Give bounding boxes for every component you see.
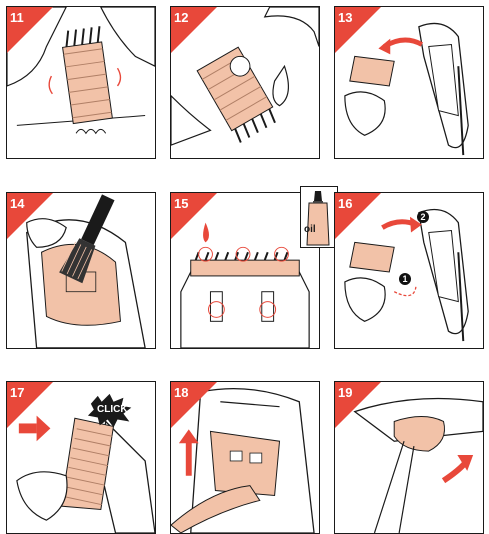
step-number: 19 <box>338 386 352 399</box>
step-number: 14 <box>10 197 24 210</box>
step-panel-17: CLICK 17 <box>6 381 156 534</box>
step-panel-13: 13 <box>334 6 484 159</box>
step-badge: 19 <box>335 382 381 428</box>
step-marker-1: 1 <box>399 273 411 285</box>
step-number: 13 <box>338 11 352 24</box>
step-panel-18: 18 <box>170 381 320 534</box>
step-badge: 15 <box>171 193 217 239</box>
oil-label: oil <box>304 224 316 235</box>
step-badge: 18 <box>171 382 217 428</box>
step-number: 16 <box>338 197 352 210</box>
step-panel-16: 1 2 16 <box>334 192 484 349</box>
step-number: 11 <box>10 11 24 24</box>
click-label: CLICK <box>97 404 128 415</box>
step-panel-15: 15 <box>170 192 320 349</box>
step-marker-2: 2 <box>417 211 429 223</box>
step-badge: 16 <box>335 193 381 239</box>
step-badge: 12 <box>171 7 217 53</box>
step-panel-11: 11 <box>6 6 156 159</box>
step-badge: 11 <box>7 7 53 53</box>
step-number: 12 <box>174 11 188 24</box>
step-number: 17 <box>10 386 24 399</box>
step-number: 15 <box>174 197 188 210</box>
step-panel-12: 12 <box>170 6 320 159</box>
step-badge: 17 <box>7 382 53 428</box>
step-badge: 14 <box>7 193 53 239</box>
step-badge: 13 <box>335 7 381 53</box>
step-number: 18 <box>174 386 188 399</box>
oil-tube-inset: oil <box>300 186 338 248</box>
step-panel-14: 14 <box>6 192 156 349</box>
step-panel-19: 19 <box>334 381 484 534</box>
